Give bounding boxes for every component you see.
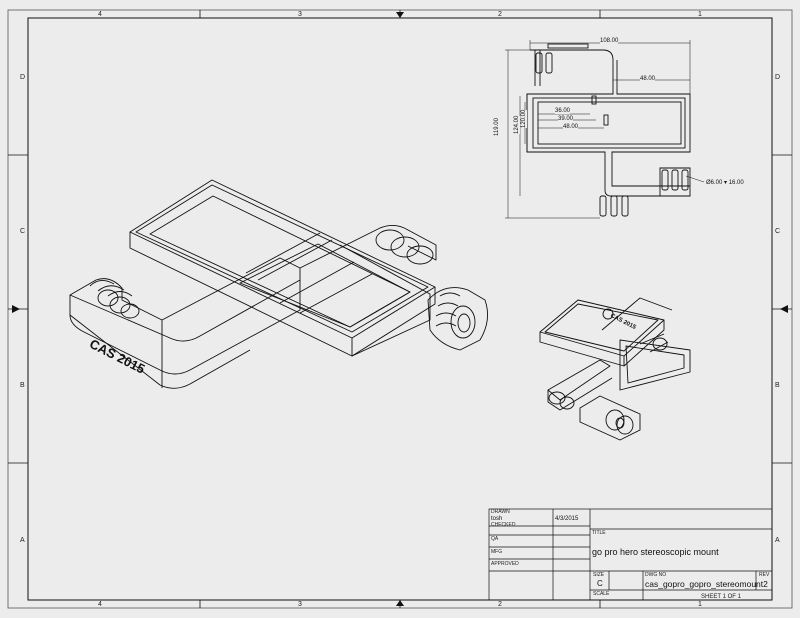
zone-row-a-left: A [20,537,25,544]
zone-row-c-right: C [775,228,781,235]
drawn-by: tosh [491,516,503,522]
dim-39: 39.00 [558,116,574,122]
rev-label: REV [759,572,770,578]
zone-row-b-left: B [20,382,25,389]
checked-label: CHECKED [491,522,516,528]
zone-col-3-top: 3 [298,11,302,18]
dwg-no-label: DWG NO [645,572,667,578]
zone-col-2-top: 2 [498,11,502,18]
dim-hole: Ø6.00 ▾ 16.00 [706,180,744,186]
drawing-title: go pro hero stereoscopic mount [592,547,719,557]
dim-124: 124.00 [514,115,520,134]
dim-48: 48.00 [563,124,579,130]
iso-view-large [69,179,489,389]
dim-120: 120.00 [521,109,527,128]
drawn-label: DRAWN [491,509,510,515]
zone-col-3-bottom: 3 [298,601,302,608]
zone-row-d-left: D [20,74,26,81]
zone-col-4-top: 4 [98,11,102,18]
top-view [526,43,691,217]
scale-label: SCALE [593,591,610,597]
drawing-number: cas_gopro_gopro_stereomount2 [645,579,768,589]
title-block-lines [488,508,773,601]
zone-col-4-bottom: 4 [98,601,102,608]
sheet-size: C [597,579,603,588]
zone-col-1-top: 1 [698,11,702,18]
dim-36: 36.00 [555,108,571,114]
mfg-label: MFG [491,549,503,555]
size-label: SIZE [593,572,605,578]
zone-row-c-left: C [20,228,26,235]
zone-col-2-bottom: 2 [498,601,502,608]
title-label: TITLE [592,530,606,536]
sheet-number: SHEET 1 OF 1 [701,594,741,600]
dim-119: 119.00 [494,118,500,136]
zone-row-b-right: B [775,382,780,389]
iso-view-small [539,297,691,441]
drawn-date: 4/3/2015 [555,516,579,522]
zone-row-a-right: A [775,537,780,544]
dim-108: 108.00 [600,38,619,44]
qa-label: QA [491,536,499,542]
zone-row-d-right: D [775,74,781,81]
approved-label: APPROVED [491,561,519,567]
zone-col-1-bottom: 1 [698,601,702,608]
dim-48-top: 48.00 [640,76,656,82]
